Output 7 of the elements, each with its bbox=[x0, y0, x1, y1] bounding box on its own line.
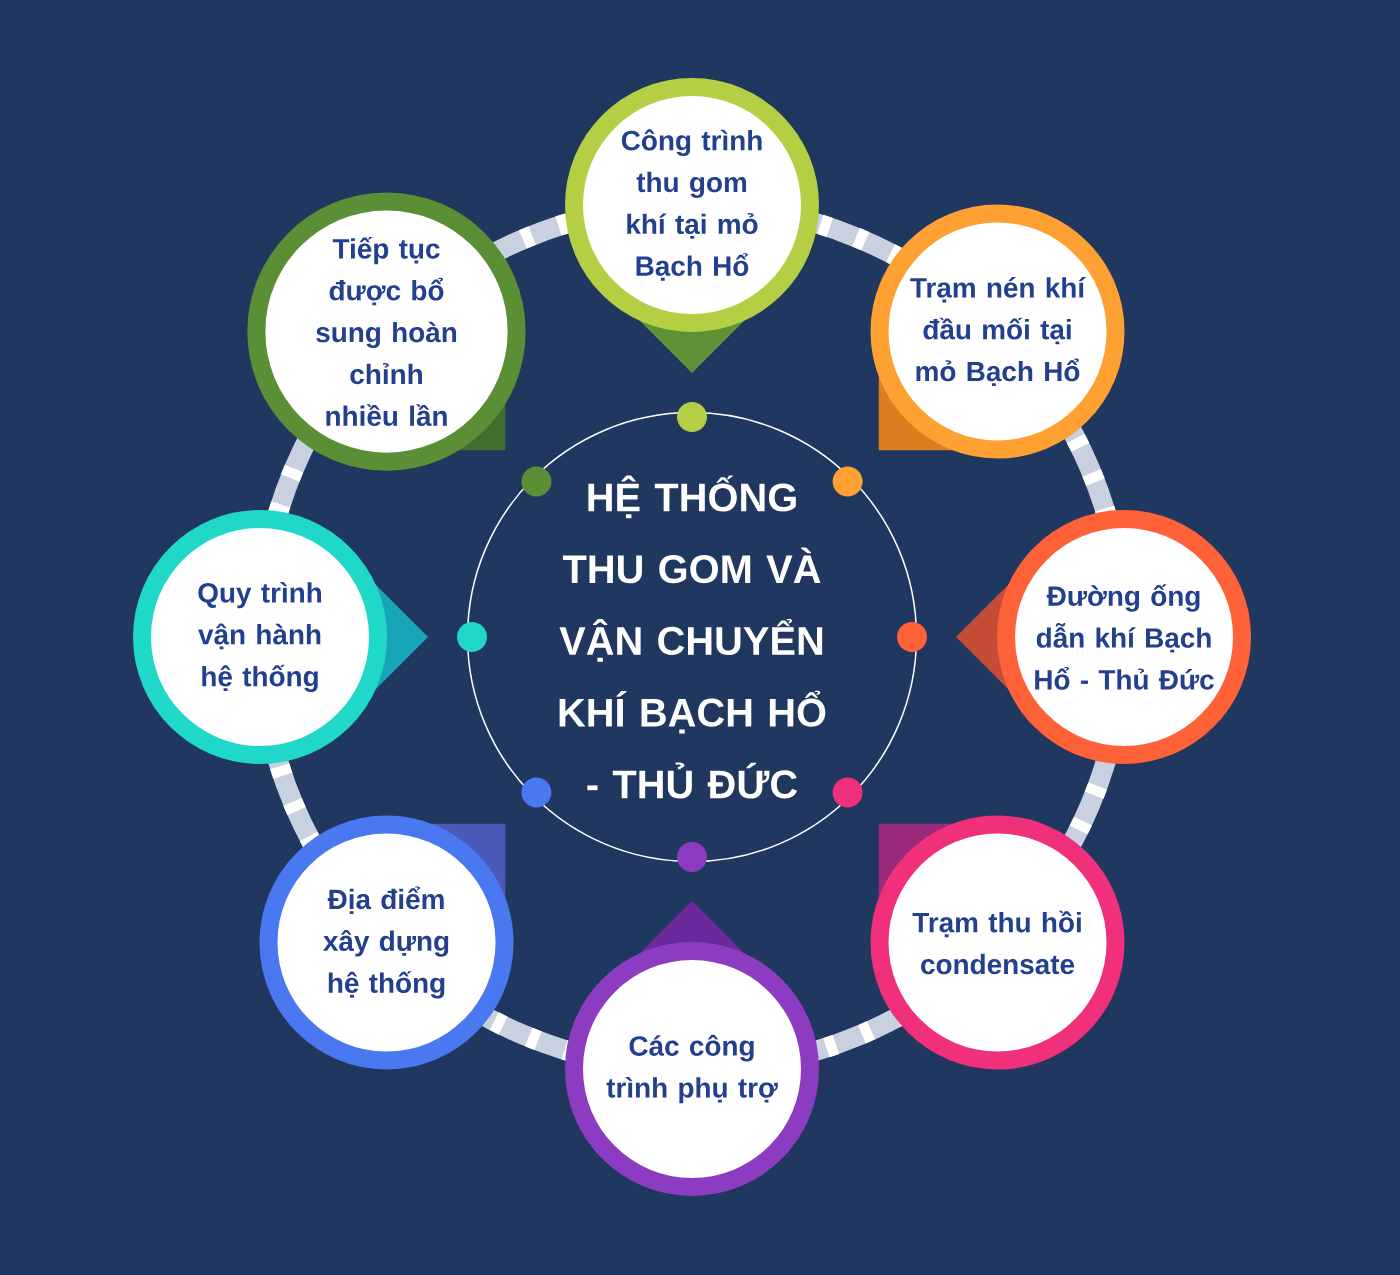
callout-pin: Tiếp tục được bổ sung hoàn chỉnh nhiều lần bbox=[247, 192, 526, 471]
callout-pin: Đường ống dẫn khí Bạch Hổ - Thủ Đức bbox=[956, 510, 1251, 764]
callout-pin: Các công trình phụ trợ bbox=[565, 901, 819, 1196]
callout-pin: Công trình thu gom khí tại mỏ Bạch Hổ bbox=[565, 78, 819, 373]
callout-pin: Địa điểm xây dựng hệ thống bbox=[259, 815, 514, 1070]
callout-pin: Trạm thu hồi condensate bbox=[870, 815, 1125, 1070]
callout-pin: Quy trình vận hành hệ thống bbox=[133, 510, 428, 764]
